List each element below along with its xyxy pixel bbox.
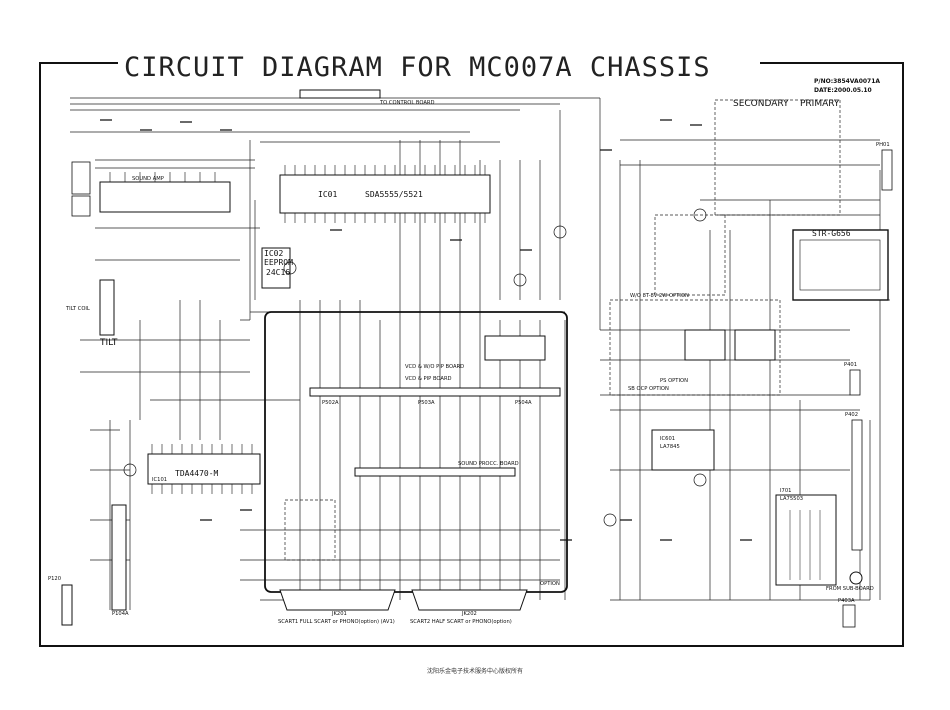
label-secondary: SECONDARY — [733, 99, 789, 109]
ic601-part: LA7845 — [660, 444, 680, 450]
vcd-pip-board-label: VCD & PIP BOARD — [405, 376, 452, 382]
sb-option-label: SB OCP OPTION — [628, 386, 669, 392]
transistor-symbols — [123, 208, 707, 527]
scart1-label: SCART1 FULL SCART or PHONO(option) (AV1) — [278, 619, 395, 625]
p502a-label: P502A — [322, 400, 339, 406]
i701-part: LA75503 — [780, 496, 803, 502]
option-zones — [284, 99, 841, 561]
wo-option-label: W/O 8T-8V 2W OPTION — [630, 293, 689, 299]
ph01-label: PH01 — [876, 142, 890, 148]
ps-option-label: PS OPTION — [660, 378, 688, 384]
p104a-connector — [111, 504, 127, 611]
speaker-terminals — [71, 161, 91, 217]
connector-strips — [309, 335, 561, 477]
ic-second-block — [684, 329, 776, 361]
title-backing — [118, 50, 760, 80]
control-board-connector — [299, 89, 381, 99]
p120-connector — [61, 584, 73, 626]
tilt-coil-block: TILT COIL TILT — [65, 279, 118, 348]
diagram-title: CIRCUIT DIAGRAM FOR MC007A CHASSIS — [124, 52, 711, 83]
vcd-board-label: VCD & W/O PIP BOARD — [405, 364, 464, 370]
sound-board-label: SOUND PROCC. BOARD — [458, 461, 519, 467]
revision-date: DATE:2000.05.10 — [814, 87, 872, 94]
p104a-label: P104A — [112, 611, 129, 617]
component-ticks — [100, 119, 752, 541]
ic02-chip: IC02 EEPROM 24C16 — [261, 247, 293, 289]
control-board-label: TO CONTROL BOARD — [379, 100, 435, 106]
sound-amp-label: SOUND AMP — [132, 176, 164, 182]
p402-label: P402 — [845, 412, 858, 418]
tilt-coil-label: TILT COIL — [65, 306, 90, 312]
ic01-part: SDA5555/5521 — [365, 190, 423, 199]
from-sub-board-label: FROM SUB-BOARD — [826, 586, 874, 592]
scart2-label: SCART2 HALF SCART or PHONO(option) — [410, 619, 512, 625]
tilt-label: TILT — [99, 338, 118, 348]
scart2-ref: JK202 — [461, 611, 477, 617]
p401-label: P401 — [844, 362, 857, 368]
footer-copyright: 沈阳乐金电子技术服务中心版权所有 — [426, 668, 523, 675]
part-number: P/NO:3854VA0071A — [814, 78, 880, 85]
ic02-ref: IC02 — [264, 249, 283, 258]
p503a-label: P503A — [418, 400, 435, 406]
ic601-chip: IC601 LA7845 — [651, 429, 715, 471]
focus-knob — [849, 571, 863, 585]
sound-amp-block: SOUND AMP — [99, 172, 231, 213]
p504a-label: P504A — [515, 400, 532, 406]
ic101-part: TDA4470-M — [175, 469, 219, 478]
scart-connectors — [279, 589, 528, 611]
ic101-chip: TDA4470-M IC101 — [147, 444, 261, 494]
i701-ref: I701 — [780, 488, 791, 494]
p120-label: P120 — [48, 576, 61, 582]
ic02-part: 24C16 — [266, 268, 290, 277]
ic01-ref: IC01 — [318, 190, 337, 199]
ic01-chip: IC01 SDA5555/5521 — [279, 165, 491, 223]
str-g656-part: STR-G656 — [812, 229, 851, 238]
option-label: OPTION — [540, 581, 560, 587]
ic101-ref: IC101 — [152, 477, 167, 483]
right-connectors — [842, 149, 893, 628]
i701-chip: I701 LA75503 — [775, 488, 837, 586]
p403a-label: P403A — [838, 598, 855, 604]
scart1-ref: JK201 — [331, 611, 347, 617]
str-g656-module: STR-G656 — [792, 229, 889, 301]
ic02-type: EEPROM — [264, 258, 293, 267]
label-primary: PRIMARY — [800, 99, 840, 109]
wiring — [70, 97, 890, 610]
ic601-ref: IC601 — [660, 436, 675, 442]
